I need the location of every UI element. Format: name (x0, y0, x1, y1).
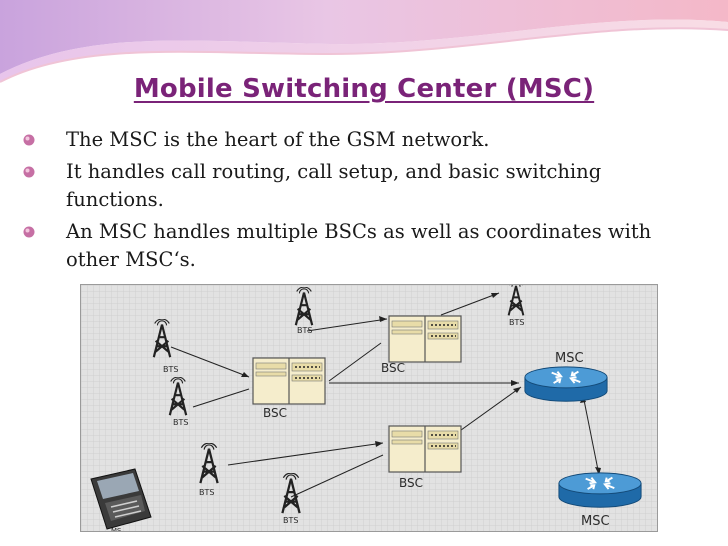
bsc-server-icon (252, 357, 326, 405)
bts-label: BTS (163, 365, 178, 374)
bts-label: BTS (509, 318, 524, 327)
bts-label: BTS (199, 488, 214, 497)
slide-title: Mobile Switching Center (MSC) (133, 74, 595, 104)
bsc-server-icon (388, 315, 462, 363)
msc-label: MSC (581, 514, 610, 529)
bsc-label: BSC (381, 361, 405, 375)
bullet-text: An MSC handles multiple BSCs as well as … (66, 220, 652, 271)
bullet-list: The MSC is the heart of the GSM network.… (22, 126, 682, 278)
msc-label: MSC (555, 351, 584, 366)
bsc-label: BSC (263, 406, 287, 420)
ms-label: MS (111, 527, 122, 531)
header-banner (0, 0, 728, 83)
bullet-marker-icon (23, 134, 35, 146)
bsc-label: BSC (399, 476, 423, 490)
bullet-text: It handles call routing, call setup, and… (66, 160, 602, 211)
bsc-server-icon (388, 425, 462, 473)
bullet-text: The MSC is the heart of the GSM network. (66, 128, 490, 151)
gsm-network-diagram: BTS BTS BTS BTS BTS BTS BSC BSC BSC MSC … (80, 284, 658, 532)
bullet-item: It handles call routing, call setup, and… (22, 158, 682, 214)
bullet-marker-icon (23, 226, 35, 238)
msc-router-icon (523, 365, 609, 403)
bts-label: BTS (297, 326, 312, 335)
msc-router-icon (557, 471, 643, 509)
bullet-item: The MSC is the heart of the GSM network. (22, 126, 682, 154)
bullet-marker-icon (23, 166, 35, 178)
bullet-item: An MSC handles multiple BSCs as well as … (22, 218, 682, 274)
bts-label: BTS (283, 516, 298, 525)
bts-label: BTS (173, 418, 188, 427)
diagram-arrowheads (241, 293, 601, 475)
